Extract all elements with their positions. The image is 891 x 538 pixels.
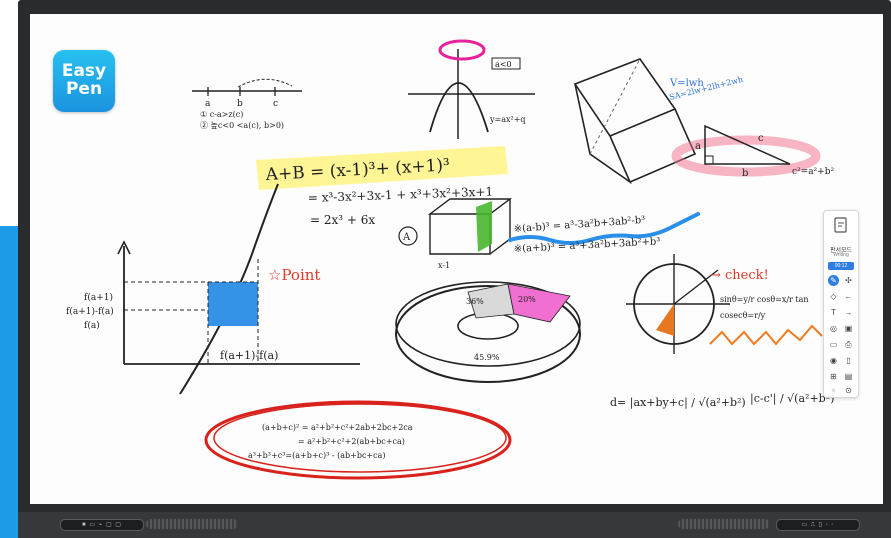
folder-icon[interactable]: ▤ [844,372,853,381]
redo-icon[interactable]: → [844,308,853,317]
move-icon[interactable]: ✣ [845,276,852,285]
toolbar-timer: 00:12 [828,262,854,270]
logo-line2: Pen [65,79,103,99]
whiteboard-screen[interactable]: Easy Pen a b c ① c-a>z(c) ② 높c<0 <a(c), … [30,14,883,504]
equation-line-2: = x³-3x²+3x-1 + x³+3x²+3x+1 [308,185,494,205]
numberline-label-c: c [273,99,278,109]
expansion-line-2: = a²+b²+c²+2(ab+bc+ca) [298,437,405,446]
expansion-line-3: a³+b³+c³=(a+b+c)³ - (ab+bc+ca) [248,451,386,460]
torus-label-20: 20% [518,295,536,304]
expansion-ellipse: (a+b+c)² = a²+b²+c²+2ab+2bc+2ca = a²+b²+… [204,400,512,480]
browser-icon[interactable]: ◉ [830,356,837,365]
graph-label-fa1: f(a+1) [84,292,113,303]
toolbar-subtitle: Writing [833,252,849,258]
trig-ratios: sinθ=y/r cosθ=x/r tan [720,295,809,304]
unit-circle: → check! sinθ=y/r cosθ=x/r tan cosecθ=r/… [626,254,823,354]
logo-line1: Easy [61,61,107,81]
front-ports-right-label: ▭ ⎍ ▯ ◦ ◦ [801,522,835,528]
save-icon[interactable]: ▣ [844,324,853,333]
graph-label-fa: f(a) [84,320,100,331]
distance-formula: d= |ax+by+c| / √(a²+b²) [610,396,746,410]
box-label-a: A [402,232,411,243]
front-ports-right: ▭ ⎍ ▯ ◦ ◦ [776,519,860,531]
distance-formula-group: d= |ax+by+c| / √(a²+b²) |c-c'| / √(a²+b²… [610,392,834,410]
whiteboard-drawing: a b c ① c-a>z(c) ② 높c<0 <a(c), b>0) a<0 … [66,39,834,480]
graph-label-diff: f(a+1)-f(a) [66,306,114,317]
capture-icon[interactable]: ◎ [830,324,837,333]
point-note: ☆Point [268,266,320,284]
writing-mode-icon[interactable] [834,217,848,233]
torus-label-36: 36% [466,297,484,306]
cube-identities: ※(a-b)³ = a³-3a²b+3ab²-b³ ※(a+b)³ = a³+3… [508,212,700,255]
graph-label-bottom: f(a+1)-f(a) [220,349,278,362]
speaker-grille-left [146,519,238,529]
easypen-logo: Easy Pen [53,50,115,112]
speaker-grille-right [678,519,770,529]
box-sketch: A x-1 [398,198,513,270]
front-ports-left-label: ■ ▭ ⌁ ▢ ▢ [82,522,122,528]
record-icon[interactable]: ▭ [829,340,838,349]
parabola-graph: a<0 y=ax²+q [408,39,535,139]
eraser-icon[interactable]: ◇ [830,292,837,301]
grid-icon[interactable]: ⊞ [830,372,837,381]
trig-cosecant: cosecθ=r/y [720,311,766,320]
box-dimension: x-1 [438,261,450,270]
equation-line-3: = 2x³ + 6x [310,213,375,227]
undo-icon[interactable]: ← [844,292,853,301]
triangle-label-c: c [758,133,764,144]
identity-difference-cube: ※(a-b)³ = a³-3a²b+3ab²-b³ [513,215,645,235]
numberline-label-b: b [237,99,243,109]
front-ports-left: ■ ▭ ⌁ ▢ ▢ [60,519,144,531]
pen-icon[interactable]: ✎ [828,275,839,286]
numberline-note-2: ② 높c<0 <a(c), b>0) [200,121,284,130]
number-line: a b c ① c-a>z(c) ② 높c<0 <a(c), b>0) [192,78,302,130]
check-note: → check! [710,268,769,283]
torus-chart: 36% 20% 45.9% [395,281,581,383]
expansion-line-1: (a+b+c)² = a²+b²+c²+2ab+2bc+2ca [262,423,413,432]
numberline-label-a: a [205,99,211,109]
torus-label-45: 45.9% [474,353,500,362]
close-icon[interactable]: × [831,386,836,395]
pen-toolbar[interactable]: 판서모드 Writing 00:12 ✎ ✣ ◇ ← T → ◎ ▣ ▭ ⎙ ◉… [823,210,859,398]
algebra-block: A+B = (x-1)³+ (x+1)³ = x³-3x²+3x-1 + x³+… [256,146,508,227]
clipboard-icon[interactable]: ▯ [846,356,851,365]
text-icon[interactable]: T [831,308,836,317]
function-graph: f(a+1) f(a+1)-f(a) f(a) f(a+1)-f(a) ☆Poi… [66,183,360,395]
settings-icon[interactable]: ⊙ [845,386,852,395]
triangle-pythagoras: c²=a²+b² [792,167,834,177]
parabola-equation: y=ax²+q [489,115,526,124]
right-triangle: a b c c²=a²+b² [671,124,834,179]
numberline-note-1: ① c-a>z(c) [200,110,243,119]
distance-formula-2: |c-c'| / √(a²+b²) [750,392,834,406]
print-icon[interactable]: ⎙ [845,340,852,349]
cube-note-volume: V=lwh [669,78,704,89]
toolbar-title: 판서모드 [829,248,853,254]
triangle-label-a: a [695,141,701,152]
parabola-label: a<0 [495,60,512,69]
triangle-label-b: b [742,168,748,179]
